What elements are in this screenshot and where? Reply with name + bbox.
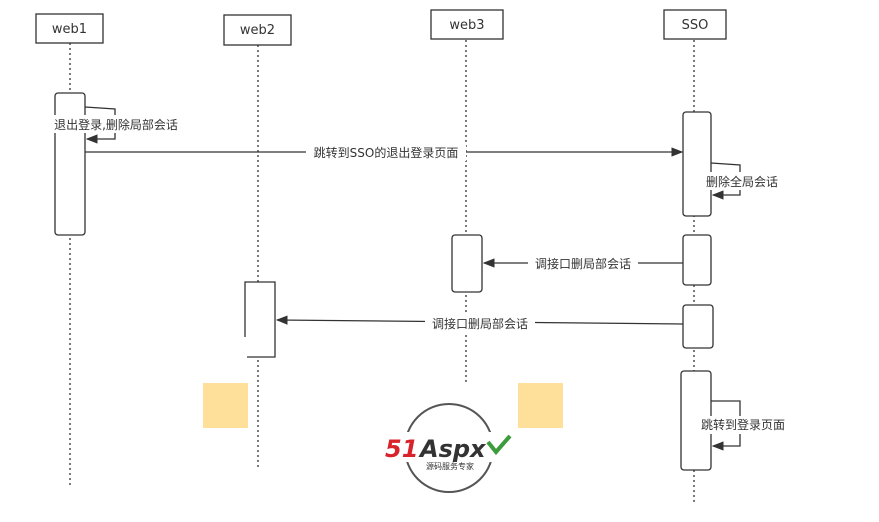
message-label: 退出登录,删除局部会话 bbox=[54, 117, 178, 132]
watermark-check-icon bbox=[486, 434, 512, 456]
watermark-logo: 51 Aspx 源码服务专家 bbox=[385, 403, 512, 493]
placeholder-box-left bbox=[203, 383, 248, 428]
actor-web2[interactable]: web2 bbox=[223, 14, 292, 46]
message-label: 调接口删局部会话 bbox=[432, 316, 528, 331]
activation-sso-1 bbox=[682, 111, 712, 217]
actor-label: web3 bbox=[449, 18, 484, 33]
actor-sso[interactable]: SSO bbox=[663, 9, 727, 40]
message-label: 跳转到登录页面 bbox=[701, 417, 785, 432]
activation-web1 bbox=[54, 92, 86, 236]
message-label: 调接口删局部会话 bbox=[535, 256, 631, 271]
actor-web1[interactable]: web1 bbox=[35, 13, 104, 44]
activation-web2 bbox=[244, 281, 276, 358]
placeholder-box-right bbox=[518, 383, 563, 428]
actor-label: web1 bbox=[52, 22, 87, 37]
actor-label: SSO bbox=[682, 18, 709, 33]
activation-sso-3 bbox=[682, 304, 714, 349]
actor-web3[interactable]: web3 bbox=[430, 9, 504, 40]
watermark-brand-aspx: Aspx bbox=[418, 435, 487, 463]
activation-web3 bbox=[451, 234, 483, 293]
actor-label: web2 bbox=[240, 23, 275, 38]
message-label: 跳转到SSO的退出登录页面 bbox=[314, 145, 459, 160]
watermark-brand-51: 51 bbox=[385, 435, 418, 463]
activation-sso-2 bbox=[682, 234, 712, 286]
message-label: 删除全局会话 bbox=[706, 174, 778, 189]
watermark-tagline: 源码服务专家 bbox=[426, 461, 474, 471]
